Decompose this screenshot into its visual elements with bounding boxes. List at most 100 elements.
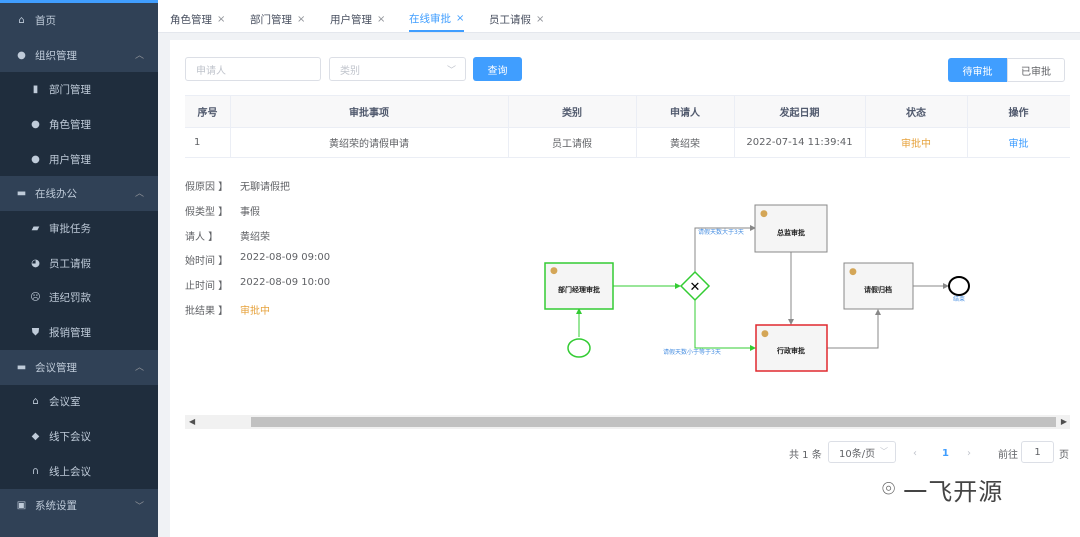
horizontal-scrollbar[interactable]: ◀ ▶ [185,415,1070,429]
briefcase-icon: ▣ [16,500,27,512]
task-dept-manager [544,262,614,310]
close-icon[interactable]: × [217,13,226,25]
prev-page-icon[interactable]: ‹ [913,447,917,459]
flow-edge [694,300,756,351]
users-icon: ● [17,49,26,61]
tab-dept[interactable]: 部门管理× [250,13,306,26]
task-admin [755,324,828,372]
page-number[interactable]: 1 [942,447,949,459]
detail-value: 2022-08-09 10:00 [240,277,331,288]
chevron-down-icon: ﹀ [880,447,888,456]
sidebar-item-fine[interactable]: ☹违纪罚款 [0,280,158,316]
monitor-icon: ▬ [16,188,27,200]
sidebar-item-office[interactable]: ▬在线办公︿ [0,176,158,212]
user-icon: ● [849,267,857,277]
close-icon[interactable]: × [536,13,545,25]
row-type: 员工请假 [552,138,592,150]
room-icon: ⌂ [32,396,39,408]
home-icon: ⌂ [18,14,25,26]
exclusive-gateway [679,270,711,302]
detail-label: 批结果 】 [185,306,229,317]
next-page-icon[interactable]: › [967,447,971,459]
scroll-left-icon[interactable]: ◀ [189,417,196,426]
table-header: 操作 [967,95,1070,127]
row-status: 审批中 [901,138,931,150]
tab-leave[interactable]: 员工请假× [489,13,545,26]
tab-role[interactable]: 角色管理× [170,13,226,26]
table-header: 发起日期 [734,95,865,127]
scroll-right-icon[interactable]: ▶ [1060,417,1067,426]
chevron-up-icon: ︿ [134,189,144,200]
type-select[interactable]: 类别﹀ [329,57,466,81]
sidebar-item-offline[interactable]: ◆线下会议 [0,419,158,454]
pending-toggle[interactable]: 待审批 [948,58,1007,82]
chevron-up-icon: ︿ [134,362,144,373]
row-applicant: 黄绍荣 [670,138,700,150]
sidebar-item-reimburse[interactable]: ⛊报销管理 [0,315,158,350]
row-index: 1 [194,136,201,148]
goto-page-input[interactable]: 1 [1021,441,1054,463]
detail-label: 假原因 】 [185,182,229,193]
sidebar-item-online[interactable]: ∩线上会议 [0,453,158,489]
table-header: 状态 [865,95,967,127]
sidebar-item-dept[interactable]: ▮部门管理 [0,72,158,108]
close-icon[interactable]: × [456,12,465,24]
detail-value: 事假 [240,207,260,218]
tag-icon: ◆ [31,431,40,443]
flow-edge [694,225,756,272]
user-icon: ● [760,209,768,219]
query-button[interactable]: 查询 [473,57,522,81]
detail-label: 止时间 】 [185,281,229,292]
table-header: 申请人 [636,95,734,127]
main-panel: 申请人 类别﹀ 查询 待审批 已审批 序号 审批事项 类别 申请人 发起日期 状… [170,40,1080,537]
table-header: 类别 [508,95,636,127]
detail-value: 2022-08-09 09:00 [240,252,331,263]
detail-label: 假类型 】 [185,207,229,218]
task-label: 行政审批 [776,346,805,355]
building-icon: ▮ [32,84,39,96]
page-size-select[interactable]: 10条/页﹀ [828,441,896,463]
sidebar-item-role[interactable]: ●角色管理 [0,107,158,142]
end-event [948,276,970,296]
wechat-icon: ⌾ [882,477,896,502]
table-header: 审批事项 [230,95,508,127]
condition-label: 请假天数大于3天 [698,228,744,236]
sidebar-item-room[interactable]: ⌂会议室 [0,384,158,420]
close-icon[interactable]: × [297,13,306,25]
watermark: ⌾ 一飞开源 [882,477,1004,506]
sidebar-item-leave[interactable]: ◕员工请假 [0,245,158,281]
tab-online-approval[interactable]: 在线审批× [409,6,465,32]
sidebar-item-user[interactable]: ●用户管理 [0,141,158,177]
sad-icon: ☹ [30,292,41,304]
tab-user[interactable]: 用户管理× [330,13,386,26]
sidebar-item-org[interactable]: ●组织管理︿ [0,37,158,73]
headset-icon: ∩ [31,465,40,477]
user-icon: ● [761,329,769,339]
user-icon: ● [550,266,558,276]
table-header: 序号 [185,95,230,127]
sidebar-item-settings[interactable]: ▣系统设置﹀ [0,488,158,524]
user-icon: ● [31,153,40,165]
row-date: 2022-07-14 11:39:41 [746,136,853,148]
process-diagram: ● 部门经理审批 ✕ ● 总监审批 ● 行政审批 ● 请假归档 结束 请假天数大… [544,204,970,372]
chevron-down-icon: ﹀ [134,501,144,512]
close-icon[interactable]: × [377,13,386,25]
applicant-input[interactable]: 申请人 [185,57,321,81]
sidebar-item-approval-task[interactable]: ▰审批任务 [0,211,158,246]
condition-label: 请假天数小于等于3天 [663,348,721,356]
pie-icon: ◕ [31,257,40,269]
task-archive [843,262,914,310]
sidebar: ⌂首页 ●组织管理︿ ▮部门管理 ●角色管理 ●用户管理 ▬在线办公︿ ▰审批任… [0,0,158,537]
detail-value: 审批中 [240,306,270,317]
chevron-up-icon: ︿ [134,50,144,61]
detail-label: 请人 】 [185,232,219,243]
sidebar-item-home[interactable]: ⌂首页 [0,3,158,38]
approve-link[interactable]: 审批 [1008,138,1029,150]
sidebar-item-meeting[interactable]: ▬会议管理︿ [0,349,158,385]
detail-value: 无聊请假把 [240,182,290,193]
detail-label: 始时间 】 [185,256,229,267]
shield-icon: ⛊ [31,327,40,339]
scrollbar-thumb[interactable] [251,417,1056,427]
end-label: 结束 [953,295,965,303]
approved-toggle[interactable]: 已审批 [1007,58,1065,82]
